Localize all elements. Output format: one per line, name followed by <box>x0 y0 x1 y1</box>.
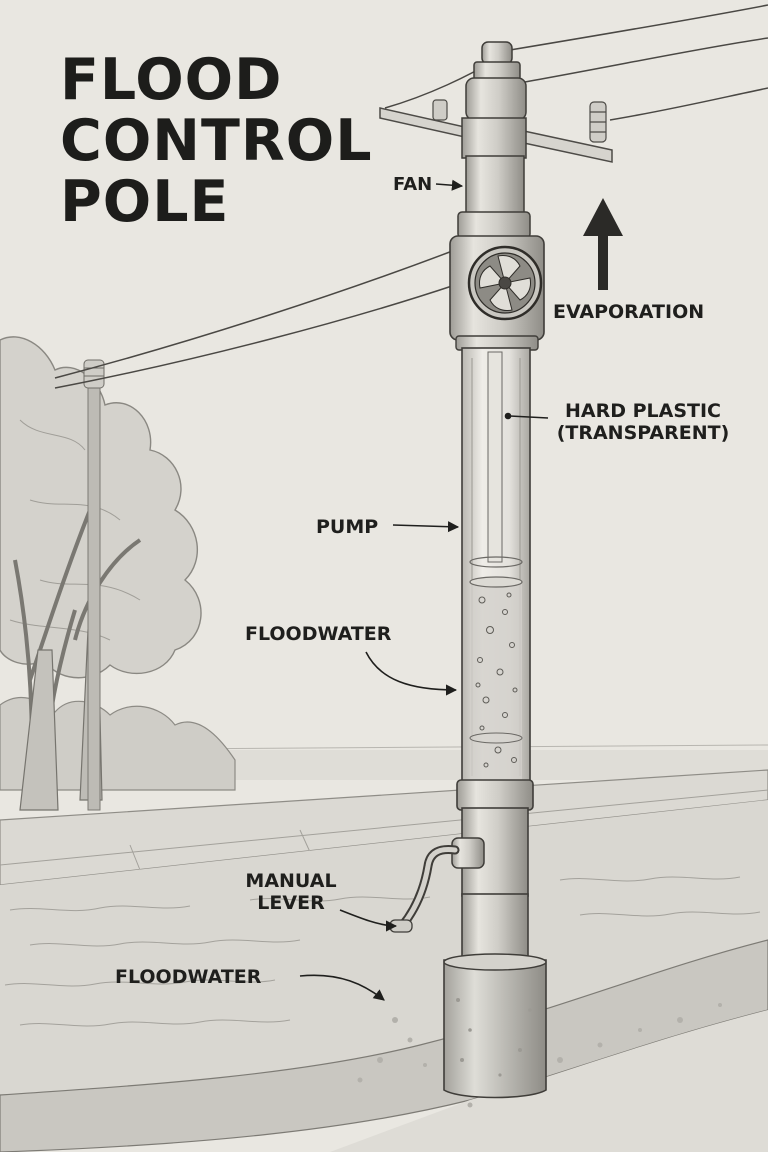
power-lines <box>54 4 768 389</box>
foreground-ground <box>330 1010 768 1152</box>
tube-water <box>469 556 523 780</box>
page-title: FLOOD CONTROL POLE <box>60 50 373 233</box>
pole-top <box>457 41 531 239</box>
hard-plastic-label-line-2: (TRANSPARENT) <box>556 422 730 444</box>
fan-label: FAN <box>393 174 433 195</box>
title-line-3: POLE <box>60 169 230 235</box>
manual-lever-label-line-2: LEVER <box>257 892 325 914</box>
manual-lever-label-line-1: MANUAL <box>245 870 337 892</box>
crossarm <box>379 99 613 163</box>
pointer-lines <box>299 179 549 1001</box>
floodwater-upper-label: FLOODWATER <box>245 623 392 645</box>
concrete-base <box>443 953 547 1099</box>
water-ripples <box>4 876 761 1027</box>
evaporation-arrow <box>583 198 623 290</box>
lower-pole <box>461 807 529 971</box>
hard-plastic-label: HARD PLASTIC (TRANSPARENT) <box>553 400 733 444</box>
manual-lever-label: MANUAL LEVER <box>232 870 350 914</box>
floodwater-lower-label: FLOODWATER <box>115 966 262 988</box>
fan-housing <box>449 235 545 351</box>
curb-line <box>0 789 768 866</box>
title-line-1: FLOOD <box>60 47 283 113</box>
ground-strip <box>0 939 768 1152</box>
pole-collar <box>456 779 534 811</box>
title-line-2: CONTROL <box>60 108 373 174</box>
hard-plastic-label-line-1: HARD PLASTIC <box>564 400 722 422</box>
pump-label: PUMP <box>316 516 379 538</box>
street-floodwater <box>0 800 768 1095</box>
evaporation-label: EVAPORATION <box>553 301 705 323</box>
